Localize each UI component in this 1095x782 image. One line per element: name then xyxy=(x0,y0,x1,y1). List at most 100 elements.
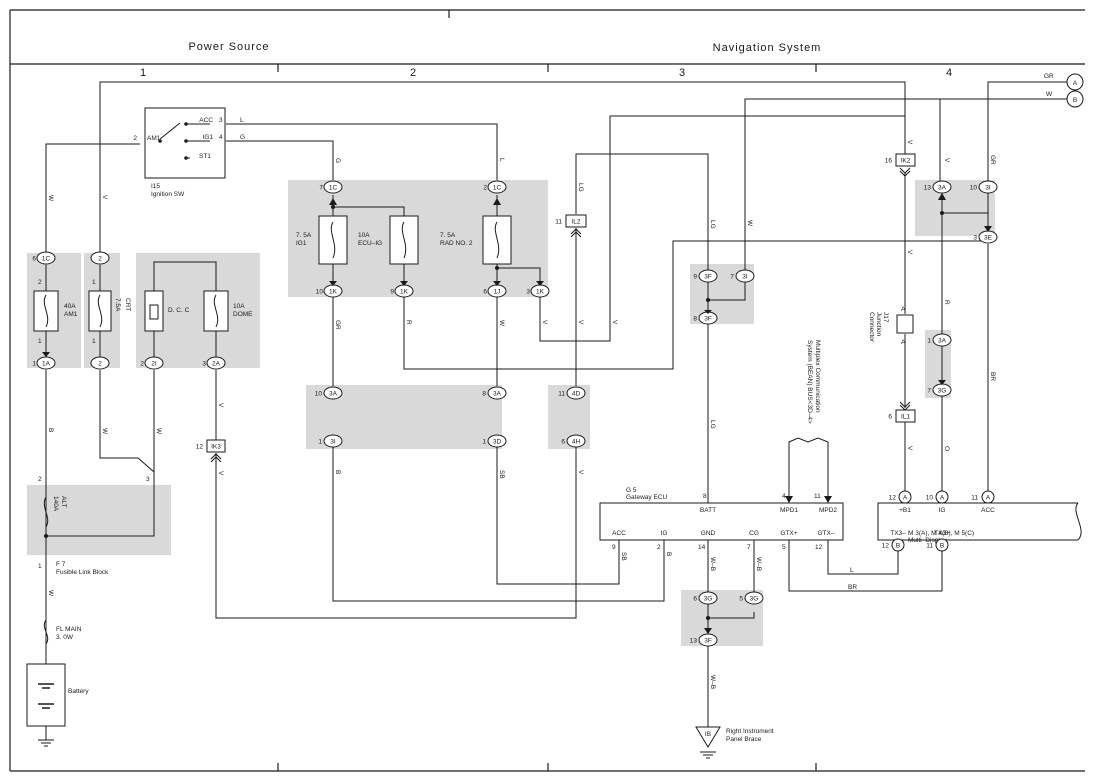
connector-1k-ecuig: 1K 9 xyxy=(390,284,414,298)
connector-3d-1: 3D 1 xyxy=(482,434,507,448)
svg-text:12: 12 xyxy=(196,444,204,451)
svg-text:V: V xyxy=(611,320,618,325)
svg-text:13: 13 xyxy=(690,638,698,645)
ignition-terminal: ST1 xyxy=(199,153,211,160)
fuse-pin: 1 xyxy=(92,279,96,286)
connector-3a-10: 3A 10 xyxy=(315,386,343,400)
ignition-terminal: ACC xyxy=(199,117,213,124)
svg-text:BR: BR xyxy=(989,372,996,381)
connector-il1: IL1 6 xyxy=(888,409,916,423)
connector-1a-am1: 1A 1 xyxy=(32,356,56,370)
svg-text:B: B xyxy=(47,428,54,432)
svg-text:V: V xyxy=(906,250,913,255)
svg-text:3G: 3G xyxy=(938,388,947,395)
ignition-switch xyxy=(144,107,226,179)
svg-text:V: V xyxy=(101,195,108,200)
svg-text:IK2: IK2 xyxy=(901,158,911,165)
fuse-name: RAD NO. 2 xyxy=(440,240,473,247)
svg-text:V: V xyxy=(943,158,950,163)
ignition-terminal: IG1 xyxy=(203,134,214,141)
svg-text:V: V xyxy=(541,320,548,325)
ignition-name: Ignition SW xyxy=(151,191,185,198)
svg-text:W: W xyxy=(47,590,54,597)
svg-text:Multi–Display: Multi–Display xyxy=(908,537,947,544)
gateway-ecu: G 5 Gateway ECU 8 BATT 4 MPD1 11 MPD2 AC… xyxy=(599,487,844,551)
svg-text:A: A xyxy=(940,495,945,502)
ignition-ref: I15 xyxy=(151,183,160,190)
svg-text:1K: 1K xyxy=(400,289,409,296)
svg-text:SB: SB xyxy=(620,552,627,561)
svg-text:4: 4 xyxy=(782,493,786,500)
svg-text:V: V xyxy=(577,320,584,325)
svg-text:A: A xyxy=(986,495,991,502)
svg-text:1C: 1C xyxy=(329,185,338,192)
svg-text:8: 8 xyxy=(703,493,707,500)
connector-ik3: IK3 12 xyxy=(196,439,226,453)
svg-text:3I: 3I xyxy=(985,185,991,192)
ignition-terminal: AM1 xyxy=(147,135,161,142)
svg-text:CG: CG xyxy=(749,530,759,537)
multi-display: M 3(A), M 4(B), M 5(C) Multi–Display A 1… xyxy=(877,490,1082,552)
svg-text:3G: 3G xyxy=(704,596,713,603)
fuse-rating: 7. 5A xyxy=(440,232,456,239)
ignition-pin: 4 xyxy=(219,134,223,141)
svg-text:3F: 3F xyxy=(704,638,712,645)
svg-text:3E: 3E xyxy=(984,235,993,242)
connector-3g-5: 3G 5 xyxy=(739,591,764,605)
svg-text:2I: 2I xyxy=(151,361,157,368)
wire-label: L xyxy=(240,117,244,124)
ground-label: Right Instrument xyxy=(726,728,774,735)
svg-text:IL1: IL1 xyxy=(901,414,910,421)
svg-text:12: 12 xyxy=(889,495,897,502)
svg-text:SB: SB xyxy=(498,470,505,479)
svg-text:2: 2 xyxy=(140,361,144,368)
svg-text:2A: 2A xyxy=(212,361,221,368)
svg-text:1: 1 xyxy=(927,338,931,345)
svg-text:3: 3 xyxy=(146,476,150,483)
fuse-rating: 10A xyxy=(233,303,245,310)
svg-text:6: 6 xyxy=(561,439,565,446)
svg-text:3: 3 xyxy=(526,289,530,296)
svg-text:1K: 1K xyxy=(536,289,545,296)
svg-text:10: 10 xyxy=(315,391,323,398)
connector-1c-ig1: 1C 7 xyxy=(319,180,343,194)
svg-text:5: 5 xyxy=(782,544,786,551)
column-number: 1 xyxy=(140,67,146,79)
svg-text:7: 7 xyxy=(319,185,323,192)
fuse-name: ECU–IG xyxy=(358,240,382,247)
svg-text:2: 2 xyxy=(657,544,661,551)
svg-text:1: 1 xyxy=(32,361,36,368)
svg-text:6: 6 xyxy=(32,256,36,263)
svg-text:O: O xyxy=(943,446,950,451)
svg-text:M 3(A), M 4(B), M 5(C): M 3(A), M 4(B), M 5(C) xyxy=(908,530,974,537)
svg-text:3I: 3I xyxy=(742,274,748,281)
svg-text:10: 10 xyxy=(926,495,934,502)
svg-text:9: 9 xyxy=(693,274,697,281)
svg-text:3F: 3F xyxy=(704,274,712,281)
svg-text:V: V xyxy=(577,470,584,475)
navigation-system-title: Navigation System xyxy=(713,42,822,54)
svg-text:12: 12 xyxy=(882,543,890,550)
svg-text:IG: IG xyxy=(939,507,946,514)
svg-text:B: B xyxy=(1073,97,1077,104)
svg-text:GND: GND xyxy=(701,530,716,537)
svg-text:7: 7 xyxy=(747,544,751,551)
svg-text:5: 5 xyxy=(739,596,743,603)
svg-text:Gateway ECU: Gateway ECU xyxy=(626,494,667,501)
connector-1c-rad2: 1C 2 xyxy=(483,180,507,194)
ground-label: Panel Brace xyxy=(726,736,762,743)
connector-3a-8: 3A 8 xyxy=(482,386,507,400)
svg-text:W: W xyxy=(101,428,108,435)
connector-ik2: IK2 16 xyxy=(885,153,916,167)
svg-text:4D: 4D xyxy=(572,391,581,398)
svg-text:ACC: ACC xyxy=(981,507,995,514)
fuse-name: CRT xyxy=(124,298,131,311)
battery-label: Battery xyxy=(68,688,89,695)
wires xyxy=(45,81,1067,740)
svg-text:B: B xyxy=(334,470,341,474)
fuse-rating: 10A xyxy=(358,232,370,239)
fuse-name: AM1 xyxy=(64,311,78,318)
svg-text:W–B: W–B xyxy=(755,557,762,571)
